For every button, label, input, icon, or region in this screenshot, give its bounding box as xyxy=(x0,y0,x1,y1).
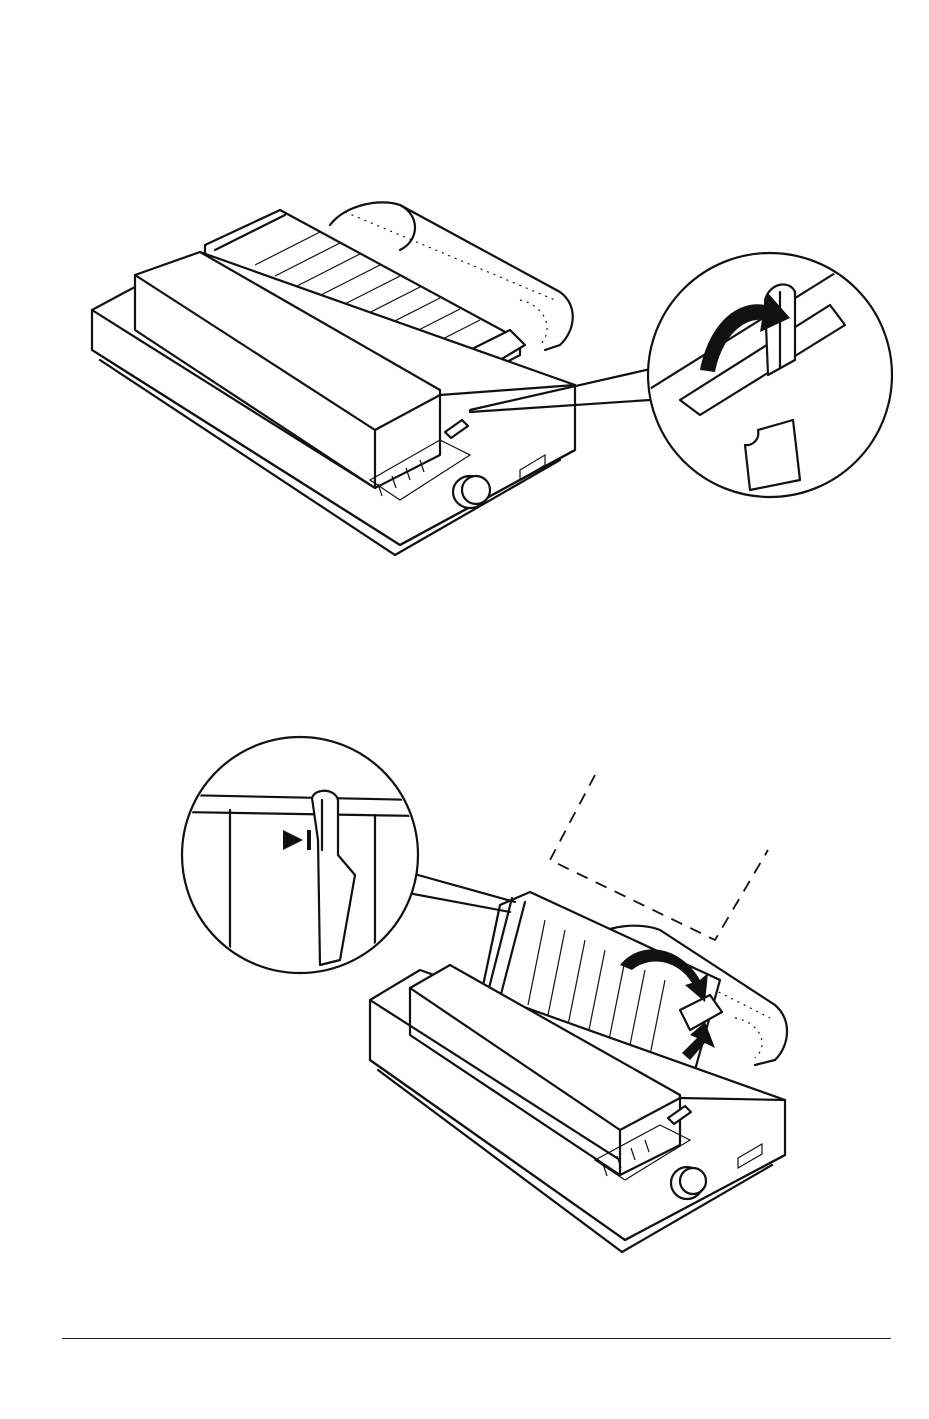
printer-illustration-bottom xyxy=(0,640,929,1340)
printer-illustration-top xyxy=(0,0,929,640)
footer-rule xyxy=(62,1338,891,1339)
figure-bottom xyxy=(0,640,929,1340)
detail-circle-bottom xyxy=(180,737,420,980)
detail-circle-top xyxy=(640,253,892,497)
figure-top xyxy=(0,0,929,640)
